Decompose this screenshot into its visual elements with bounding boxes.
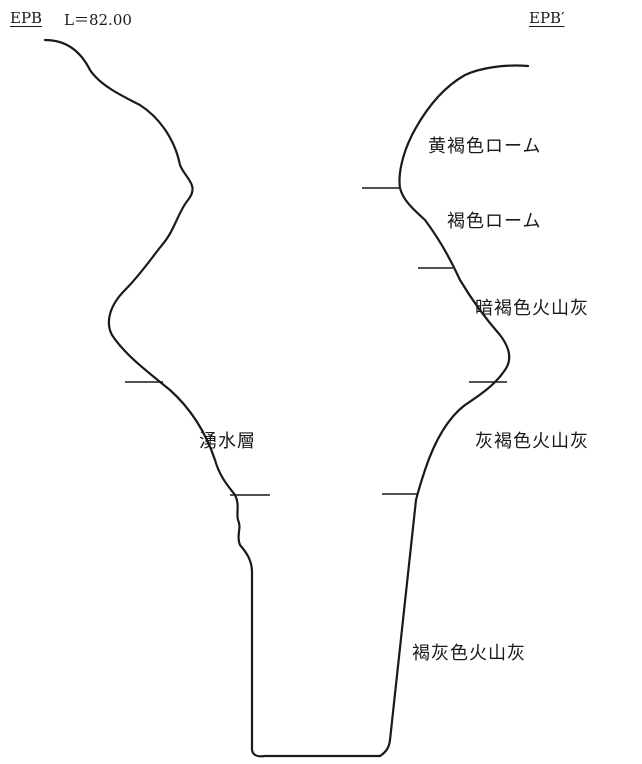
- layer-label-brown-loam: 褐色ローム: [447, 211, 542, 232]
- right-wall-outline: [378, 64, 530, 758]
- layer-label-spring-layer: 湧水層: [199, 431, 256, 452]
- section-code-left: EPB: [10, 9, 43, 27]
- layer-label-brown-gray-ash: 褐灰色火山灰: [412, 643, 526, 664]
- reference-level: L＝82.00: [64, 11, 132, 29]
- layer-label-ash-brown-ash: 灰褐色火山灰: [475, 431, 589, 452]
- section-code-right: EPB′: [529, 9, 565, 27]
- layer-label-dark-brown-ash: 暗褐色火山灰: [475, 298, 589, 319]
- left-wall-outline: [43, 38, 382, 758]
- layer-label-yellow-brown-loam: 黄褐色ローム: [428, 136, 542, 157]
